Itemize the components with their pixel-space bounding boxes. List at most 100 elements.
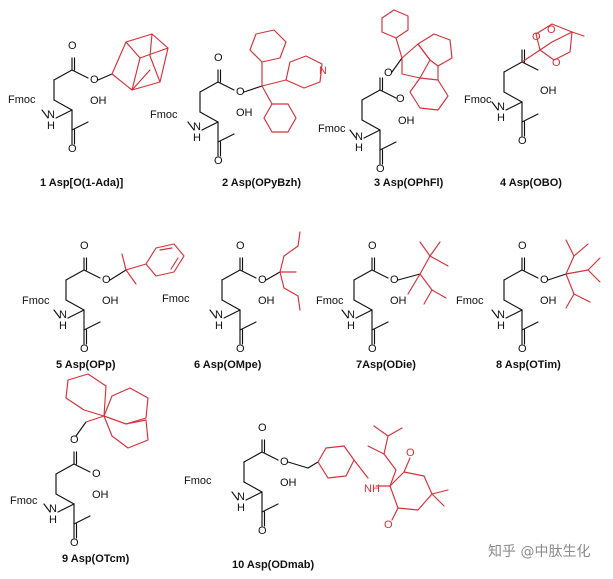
nh-h-label: H [347, 320, 355, 332]
phenylfluorenyl-group [381, 9, 453, 111]
acid-o-label: O [236, 343, 245, 355]
nh-n-label: N [355, 131, 363, 143]
ester-o-label: O [258, 274, 267, 286]
caption-1: 1 Asp[O(1-Ada)] [40, 177, 124, 189]
structure-8: O O OH O Fmoc N H [456, 239, 601, 355]
structure-10: O O OH O Fmoc N H NH O O [184, 422, 449, 537]
ring-o-label: O [547, 24, 556, 36]
ester-o-label: O [540, 274, 549, 286]
tricyclohexylmethyl-group [65, 373, 149, 449]
structure-9: O O OH O Fmoc N H [10, 373, 149, 549]
caption-6: 6 Asp(OMpe) [194, 359, 262, 371]
structure-4: OH O Fmoc N H O O O [464, 23, 585, 147]
nh-h-label: H [237, 502, 245, 514]
acid-o-label: O [214, 155, 223, 167]
ester-o-label: O [390, 274, 399, 286]
acid-oh-label: OH [236, 107, 253, 119]
diisopropyl-ethyl-group [407, 241, 449, 305]
pyridyl-benzhydryl-group [249, 29, 323, 133]
acid-o-label: O [68, 143, 77, 155]
nh-n-label: N [193, 121, 201, 133]
nh-h-label: H [497, 320, 505, 332]
carbonyl-o-label: O [518, 240, 527, 252]
carbonyl-o-label: O [396, 93, 405, 105]
caption-5: 5 Asp(OPp) [56, 359, 116, 371]
caption-2: 2 Asp(OPyBzh) [222, 177, 301, 189]
triisopropylmethyl-group [565, 239, 601, 309]
ring-o-label: O [552, 57, 561, 69]
ketone-o-label: O [406, 447, 415, 459]
caption-3: 3 Asp(OPhFl) [374, 177, 444, 189]
caption-7: 7Asp(ODie) [356, 359, 416, 371]
carbonyl-o-label: O [92, 468, 101, 480]
fmoc-label: Fmoc [22, 295, 50, 307]
nh-n-label: N [497, 309, 505, 321]
nh-h-label: H [355, 142, 363, 154]
ester-o-label: O [90, 74, 99, 86]
ester-o-label: O [70, 434, 79, 446]
carbonyl-o-label: O [80, 240, 89, 252]
acid-o-label: O [258, 525, 267, 537]
nh-n-label: N [497, 101, 505, 113]
fmoc-label: Fmoc [10, 495, 38, 507]
acid-oh-label: OH [90, 95, 107, 107]
ketone-o-label: O [384, 519, 393, 531]
nh-n-label: N [47, 109, 55, 121]
phenylpropyl-group [121, 243, 185, 285]
methylpentyl-group [279, 231, 301, 311]
nh-h-label: H [59, 320, 67, 332]
fmoc-label: Fmoc [464, 94, 492, 106]
acid-o-label: O [80, 343, 89, 355]
carbonyl-o-label: O [258, 422, 267, 434]
structure-3: O O OH O Fmoc N H [318, 9, 453, 175]
acid-oh-label: OH [540, 295, 557, 307]
fmoc-label: Fmoc [316, 295, 344, 307]
acid-o-label: O [518, 135, 527, 147]
nh-h-label: H [49, 514, 57, 526]
carbonyl-o-label: O [214, 52, 223, 64]
ester-o-label: O [236, 86, 245, 98]
acid-oh-label: OH [92, 489, 109, 501]
structure-7: O O OH O Fmoc N H [316, 240, 449, 355]
acid-oh-label: OH [540, 85, 557, 97]
caption-4: 4 Asp(OBO) [500, 177, 562, 189]
structure-5: O O OH O Fmoc N H [22, 240, 185, 355]
acid-oh-label: OH [398, 115, 415, 127]
bicyclic-orthoester-group [521, 23, 585, 63]
carbonyl-o-label: O [368, 240, 377, 252]
fmoc-label: Fmoc [456, 295, 484, 307]
acid-oh-label: OH [258, 295, 275, 307]
acid-oh-label: OH [280, 477, 297, 489]
nh-n-label: N [59, 309, 67, 321]
fmoc-label: Fmoc [8, 94, 36, 106]
nh-n-label: N [49, 503, 57, 515]
fmoc-label: Fmoc [184, 475, 212, 487]
watermark: 知乎 @中肽生化 [488, 543, 590, 560]
caption-8: 8 Asp(OTim) [496, 359, 561, 371]
amine-nh-label: NH [364, 483, 380, 495]
adamantyl-group [111, 33, 169, 91]
acid-o-label: O [376, 163, 385, 175]
fmoc-label: Fmoc [150, 109, 178, 121]
acid-oh-label: OH [390, 295, 407, 307]
acid-o-label: O [368, 343, 377, 355]
nh-n-label: N [237, 491, 245, 503]
dmab-group [317, 425, 449, 521]
ring-o-label: O [532, 31, 541, 43]
nh-h-label: H [193, 132, 201, 144]
ester-o-label: O [384, 67, 393, 79]
structure-6: O O OH O Fmoc N H [162, 231, 301, 355]
ester-o-label: O [280, 456, 289, 468]
nh-h-label: H [47, 120, 55, 132]
caption-9: 9 Asp(OTcm) [62, 553, 130, 565]
nh-n-label: N [215, 309, 223, 321]
carbonyl-o-label: O [68, 40, 77, 52]
fmoc-label: Fmoc [318, 123, 346, 135]
caption-10: 10 Asp(ODmab) [232, 559, 314, 571]
fmoc-label: Fmoc [162, 293, 190, 305]
acid-o-label: O [70, 537, 79, 549]
ester-o-label: O [102, 274, 111, 286]
acid-o-label: O [518, 343, 527, 355]
carbonyl-o-label: O [236, 240, 245, 252]
